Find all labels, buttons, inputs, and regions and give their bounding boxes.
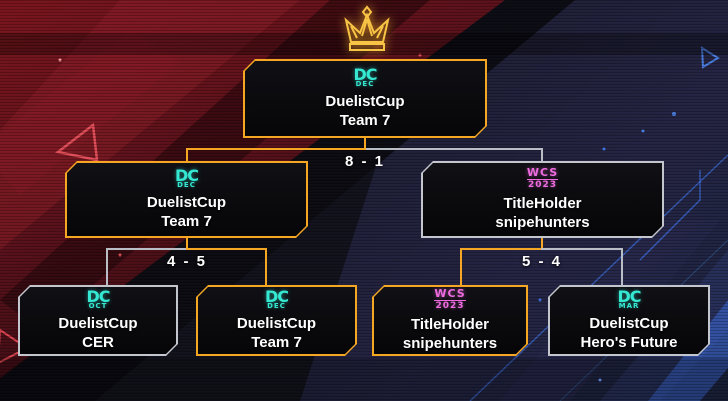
bracket-connector (186, 238, 188, 250)
bracket-node-quarterfinal-3[interactable]: WCS 2023 TitleHolder snipehunters (372, 285, 528, 356)
team-org-name: TitleHolder (410, 316, 490, 333)
score-semifinal-left: 4 - 5 (166, 253, 207, 270)
bracket-connector (621, 248, 623, 286)
duelist-cup-logo: DC DEC (353, 65, 377, 88)
team-org-name: DuelistCup (589, 315, 669, 332)
bracket-connector (541, 248, 623, 250)
team-org-name: DuelistCup (58, 315, 138, 332)
team-name: Team 7 (339, 112, 391, 129)
team-name: snipehunters (402, 335, 498, 352)
duelist-cup-logo: DC DEC (174, 166, 199, 189)
duelist-cup-logo: DC DEC (264, 287, 289, 310)
bracket-connector (106, 248, 108, 286)
duelist-cup-logo: DC OCT (86, 287, 110, 310)
bracket-connector (541, 148, 543, 162)
score-semifinal-right: 5 - 4 (521, 253, 562, 270)
team-org-name: DuelistCup (325, 93, 405, 110)
bracket-connector (366, 148, 543, 150)
bracket-node-champion[interactable]: DC DEC DuelistCup Team 7 (243, 59, 487, 138)
bracket-connector (186, 148, 366, 150)
score-final: 8 - 1 (344, 153, 385, 170)
bracket-connector (460, 248, 543, 250)
bracket-node-quarterfinal-1[interactable]: DC OCT DuelistCup CER (18, 285, 178, 356)
bracket-connector (460, 248, 462, 286)
bracket-connector (106, 248, 188, 250)
team-org-name: TitleHolder (503, 195, 582, 212)
team-org-name: DuelistCup (236, 315, 317, 332)
team-name: Team 7 (161, 213, 212, 230)
team-name: Hero's Future (580, 334, 678, 351)
bracket-node-semifinal-left[interactable]: DC DEC DuelistCup Team 7 (65, 161, 308, 238)
duelist-cup-logo: DC MAR (617, 287, 641, 310)
crown-icon (344, 5, 390, 51)
bracket-node-quarterfinal-4[interactable]: DC MAR DuelistCup Hero's Future (548, 285, 710, 356)
team-org-name: DuelistCup (146, 194, 227, 211)
bracket-node-semifinal-right[interactable]: WCS 2023 TitleHolder snipehunters (421, 161, 664, 238)
bracket-connector (186, 248, 267, 250)
wcs-2023-logo: WCS 2023 (434, 287, 466, 311)
team-name: CER (82, 334, 114, 351)
team-name: Team 7 (251, 334, 302, 351)
bracket-connector (364, 138, 366, 150)
bracket-node-quarterfinal-2[interactable]: DC DEC DuelistCup Team 7 (196, 285, 357, 356)
wcs-2023-logo: WCS 2023 (526, 166, 559, 190)
bracket-connector (186, 148, 188, 162)
bracket-connector (265, 248, 267, 286)
team-name: snipehunters (495, 214, 590, 231)
bracket-connector (541, 238, 543, 250)
